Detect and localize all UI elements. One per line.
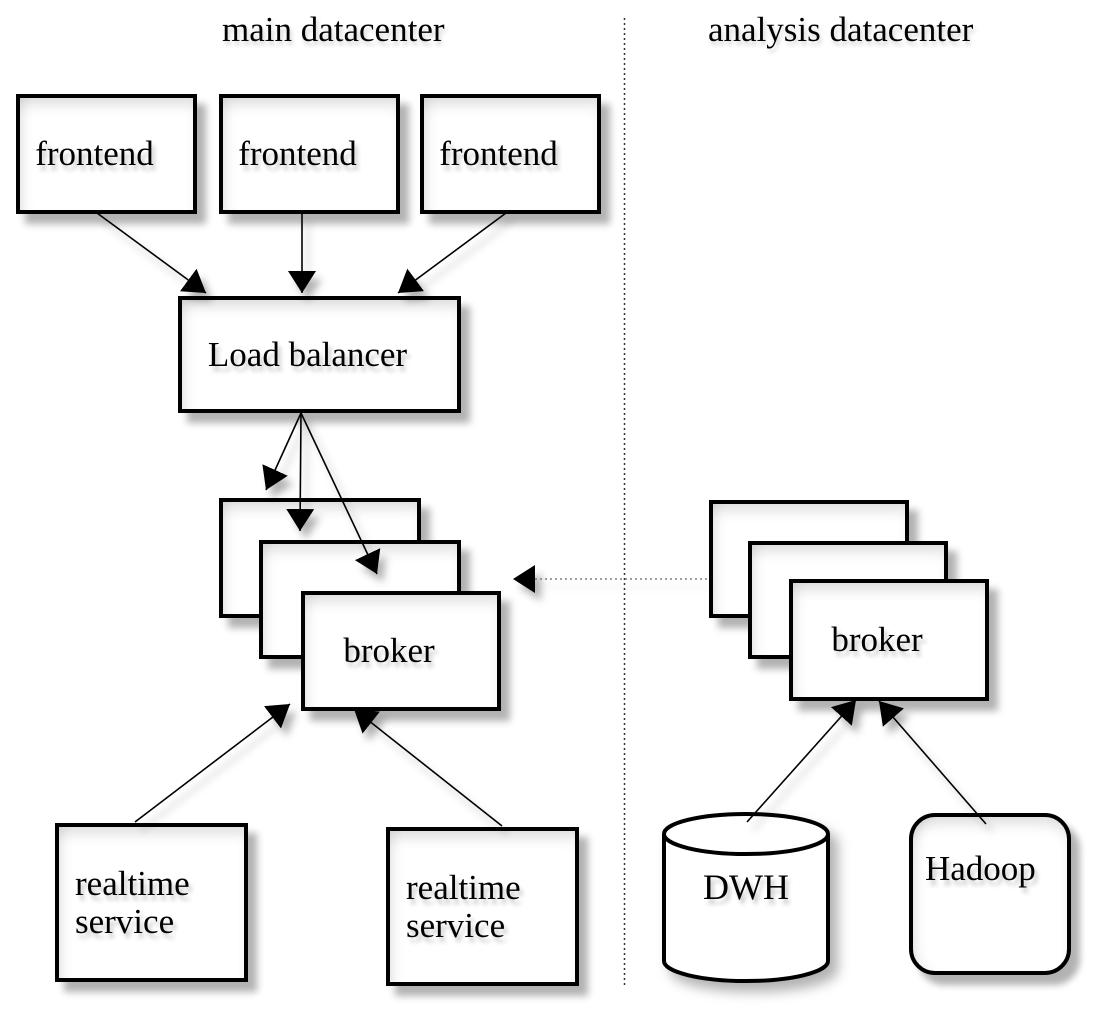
load-balancer-node: Load balancer: [178, 296, 461, 413]
dwh-cylinder: [662, 812, 830, 983]
analysis-datacenter-title: analysis datacenter: [708, 10, 974, 49]
realtime-service-node-2: realtime service: [386, 827, 579, 986]
broker-analysis-label: broker: [831, 620, 923, 659]
hadoop-node: Hadoop: [909, 813, 1071, 975]
main-datacenter-title: main datacenter: [222, 10, 445, 49]
load-balancer-label: Load balancer: [207, 334, 408, 374]
frontend-label-1: frontend: [35, 134, 154, 173]
dwh-label: DWH: [703, 867, 789, 907]
broker-main-label: broker: [343, 631, 435, 670]
frontend-node-2: frontend: [219, 94, 400, 214]
broker-main-node: broker: [301, 591, 501, 711]
frontend-label-2: frontend: [238, 134, 357, 173]
broker-analysis-node: broker: [789, 579, 989, 701]
realtime-service-label-1: realtime service: [75, 863, 190, 941]
realtime-service-label-2: realtime service: [406, 867, 521, 945]
frontend-label-3: frontend: [439, 134, 558, 173]
hadoop-label: Hadoop: [925, 849, 1036, 888]
realtime-service-node-1: realtime service: [55, 823, 248, 982]
frontend-node-3: frontend: [420, 94, 601, 214]
frontend-node-1: frontend: [16, 94, 197, 214]
